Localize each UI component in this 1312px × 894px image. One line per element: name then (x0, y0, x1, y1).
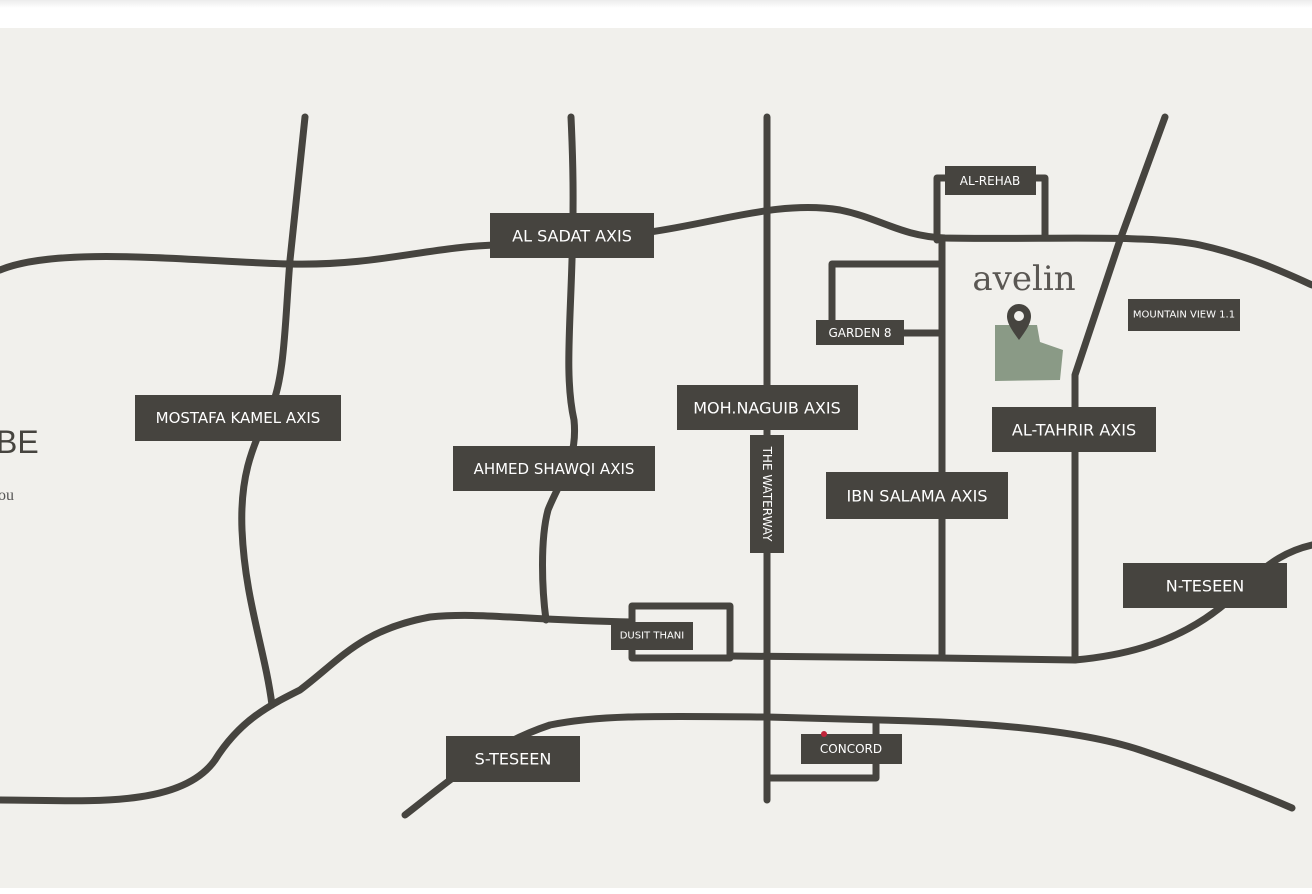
svg-text:AHMED SHAWQI AXIS: AHMED SHAWQI AXIS (474, 460, 635, 478)
svg-text:THE WATERWAY: THE WATERWAY (760, 446, 774, 542)
svg-text:AL-REHAB: AL-REHAB (960, 174, 1020, 188)
site-plot[interactable] (995, 325, 1063, 381)
label-ibn-salama-axis: IBN SALAMA AXIS (826, 472, 1008, 519)
road-ahmed-shawqi (539, 113, 579, 624)
svg-text:GARDEN 8: GARDEN 8 (828, 326, 891, 340)
svg-text:IBN SALAMA AXIS: IBN SALAMA AXIS (847, 487, 988, 506)
svg-text:N-TESEEN: N-TESEEN (1166, 577, 1245, 596)
svg-text:AL-TAHRIR AXIS: AL-TAHRIR AXIS (1012, 421, 1136, 440)
label-al-sadat-axis: AL SADAT AXIS (490, 213, 654, 258)
label-s-teseen: S-TESEEN (446, 736, 580, 782)
label-the-waterway: THE WATERWAY (750, 435, 784, 553)
section-heading-fragment: BE (0, 424, 39, 460)
label-al-rehab: AL-REHAB (945, 166, 1036, 195)
label-n-teseen: N-TESEEN (1123, 563, 1287, 608)
road-al-sadat (0, 204, 1312, 289)
svg-text:MOH.NAGUIB AXIS: MOH.NAGUIB AXIS (693, 399, 841, 418)
road-n-teseen (726, 541, 1312, 664)
avelin-logo: avelin (972, 259, 1075, 299)
label-dusit-thani: DUSIT THANI (611, 622, 693, 650)
map-background (0, 28, 1312, 888)
svg-text:MOSTAFA KAMEL AXIS: MOSTAFA KAMEL AXIS (156, 409, 321, 427)
label-al-tahrir-axis: AL-TAHRIR AXIS (992, 407, 1156, 452)
map-labels: AL SADAT AXIS MOSTAFA KAMEL AXIS AHMED S… (135, 166, 1287, 782)
label-ahmed-shawqi-axis: AHMED SHAWQI AXIS (453, 446, 655, 491)
avelin-site[interactable]: avelin (972, 259, 1076, 381)
concord-marker-dot (821, 731, 827, 737)
svg-text:S-TESEEN: S-TESEEN (475, 750, 552, 769)
label-mountain-view: MOUNTAIN VIEW 1.1 (1128, 299, 1240, 331)
label-garden-8: GARDEN 8 (816, 320, 904, 345)
top-bar (0, 0, 1312, 28)
label-concord: CONCORD (801, 734, 902, 764)
label-mostafa-kamel-axis: MOSTAFA KAMEL AXIS (135, 395, 341, 441)
svg-text:MOUNTAIN VIEW 1.1: MOUNTAIN VIEW 1.1 (1133, 310, 1235, 321)
bottom-edge (0, 888, 1312, 894)
label-moh-naguib-axis: MOH.NAGUIB AXIS (677, 385, 858, 430)
svg-text:DUSIT THANI: DUSIT THANI (620, 631, 685, 642)
road-mostafa-kamel (238, 113, 309, 709)
road-al-tahrir (1071, 113, 1169, 664)
svg-text:AL SADAT AXIS: AL SADAT AXIS (512, 227, 632, 246)
road-middle-ring (0, 611, 636, 805)
svg-text:CONCORD: CONCORD (820, 742, 882, 756)
section-body-fragment: ou (0, 487, 14, 504)
location-pin-icon (1007, 304, 1031, 340)
